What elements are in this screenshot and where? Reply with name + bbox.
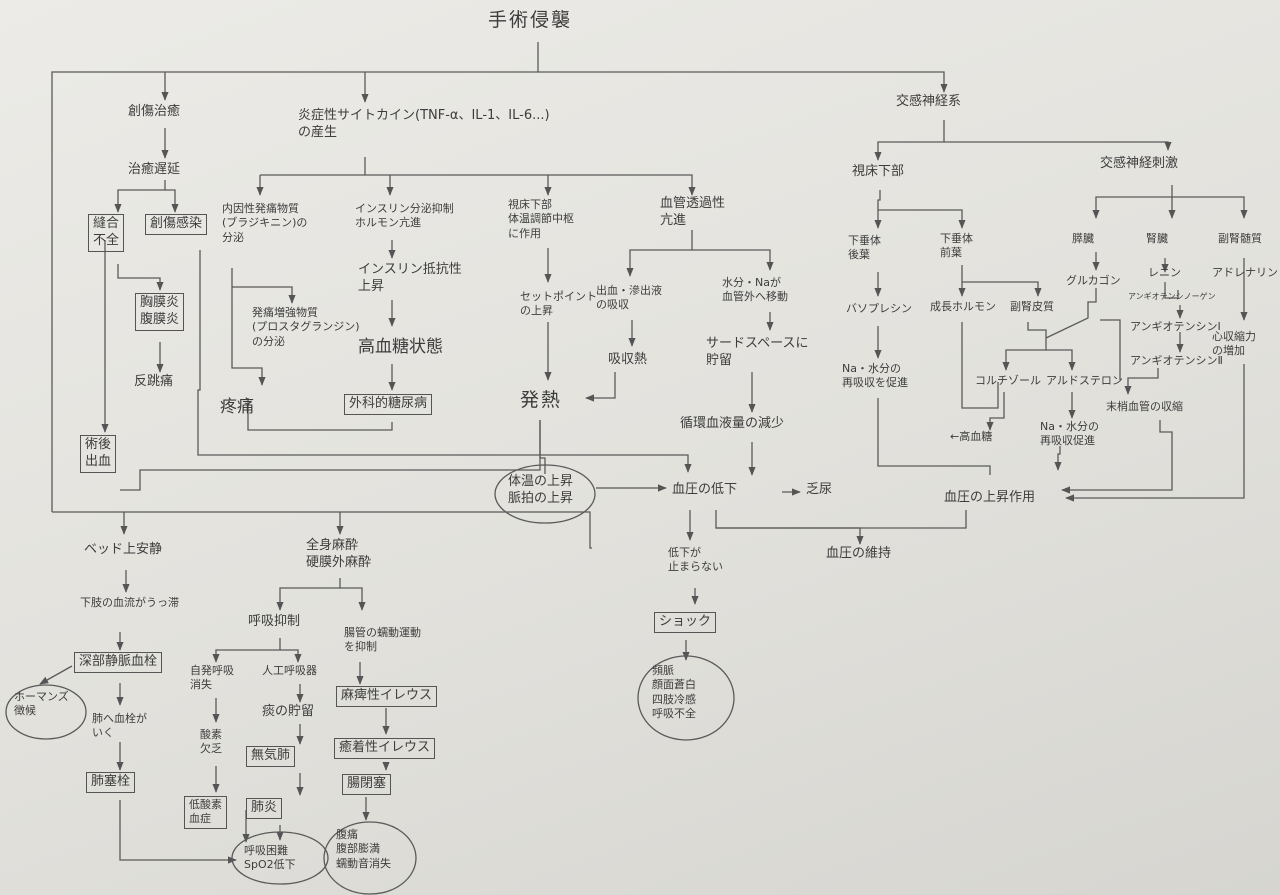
node-dvt: 深部静脈血栓	[74, 652, 163, 673]
node-hypothalamus: 視床下部	[852, 164, 905, 179]
node-hyperglycemia-2: ←高血糖	[950, 430, 993, 443]
node-wound-healing: 創傷治癒	[128, 104, 181, 119]
node-adhesive-ileus: 癒着性イレウス	[334, 738, 436, 759]
node-pleuritis-peritonitis: 胸膜炎 腹膜炎	[135, 293, 185, 331]
node-surgical-diabetes: 外科的糖尿病	[344, 394, 433, 415]
node-pneumonia: 肺炎	[246, 798, 283, 819]
node-paralytic-ileus: 麻痺性イレウス	[336, 686, 438, 707]
node-angiotensin-1: アンギオテンシンⅠ	[1130, 320, 1221, 333]
node-postop-bleeding: 術後 出血	[80, 435, 117, 473]
node-clot-to-lung: 肺へ血栓が いく	[92, 712, 147, 740]
node-healing-delay: 治癒遅延	[128, 162, 181, 177]
node-aldosterone: アルドステロン	[1046, 374, 1123, 387]
node-anterior-pituitary: 下垂体 前葉	[940, 232, 973, 260]
node-cytokine: 炎症性サイトカイン(TNF-α、IL-1、IL-6...) の産生	[298, 108, 550, 140]
node-endogenous-pain-substance: 内因性発痛物質 (ブラジキニン)の 分泌	[222, 202, 308, 244]
node-sympathetic-system: 交感神経系	[896, 94, 962, 109]
node-insulin-suppression: インスリン分泌抑制 ホルモン亢進	[355, 202, 454, 230]
node-suture-failure: 縫合 不全	[88, 214, 125, 252]
node-absorption-fever: 吸収熱	[608, 352, 648, 367]
node-glucagon: グルカゴン	[1066, 274, 1121, 287]
node-oliguria: 乏尿	[806, 482, 833, 497]
node-leg-blood-stasis: 下肢の血流がうっ滞	[80, 596, 179, 609]
node-hypothalamus-thermo: 視床下部 体温調節中枢 に作用	[508, 198, 574, 240]
node-vasopressin: バソプレシン	[846, 302, 912, 315]
node-posterior-pituitary: 下垂体 後葉	[848, 234, 881, 262]
node-fever: 発熱	[520, 389, 563, 411]
node-atelectasis: 無気肺	[246, 746, 296, 767]
node-setpoint-rise: セットポイント の上昇	[520, 290, 597, 318]
node-sympathetic-stimulation: 交感神経刺激	[1100, 156, 1179, 171]
node-peristalsis-suppression: 腸管の蠕動運動 を抑制	[344, 626, 421, 654]
node-growth-hormone: 成長ホルモン	[930, 300, 996, 313]
node-na-reabsorption-2: Na・水分の 再吸収促進	[1040, 420, 1099, 448]
node-wound-infection: 創傷感染	[145, 214, 208, 235]
node-angiotensin-2: アンギオテンシンⅡ	[1130, 354, 1223, 367]
node-water-na-shift: 水分・Naが 血管外へ移動	[722, 276, 788, 304]
node-hypoxemia: 低酸素 血症	[184, 796, 227, 829]
diagram-title: 手術侵襲	[488, 9, 573, 31]
node-bp-rise-effect: 血圧の上昇作用	[944, 490, 1036, 505]
node-peripheral-vasoconstriction: 末梢血管の収縮	[1106, 400, 1183, 413]
node-shock-signs: 頻脈 顔面蒼白 四肢冷感 呼吸不全	[652, 664, 696, 720]
node-bed-rest: ベッド上安静	[84, 542, 163, 557]
node-bowel-obstruction: 腸閉塞	[342, 774, 392, 795]
node-insulin-resistance: インスリン抵抗性 上昇	[358, 262, 462, 294]
node-bp-drop: 血圧の低下	[672, 482, 738, 497]
node-sputum-retention: 痰の貯留	[262, 704, 315, 719]
node-pain-enhancer: 発痛増強物質 (プロスタグランジン) の分泌	[252, 306, 360, 348]
node-shock: ショック	[654, 612, 717, 633]
node-dyspnea: 呼吸困難 SpO2低下	[244, 844, 296, 872]
node-anesthesia: 全身麻酔 硬膜外麻酔	[306, 538, 372, 570]
node-renin: レニン	[1148, 266, 1181, 279]
node-circulating-volume-drop: 循環血液量の減少	[680, 416, 785, 431]
node-temp-pulse-rise: 体温の上昇 脈拍の上昇	[508, 474, 574, 506]
node-oxygen-deficiency: 酸素 欠乏	[200, 728, 222, 756]
node-adrenaline: アドレナリン	[1212, 266, 1278, 279]
node-drop-continues: 低下が 止まらない	[668, 546, 723, 574]
node-kidney: 腎臓	[1146, 232, 1168, 245]
node-third-space: サードスペースに 貯留	[706, 336, 809, 368]
node-rebound-pain: 反跳痛	[134, 374, 174, 389]
node-cortisol: コルチゾール	[975, 374, 1041, 387]
node-spontaneous-breath-loss: 自発呼吸 消失	[190, 664, 234, 692]
node-angiotensinogen: アンギオテンシノーゲン	[1128, 292, 1216, 301]
node-hyperglycemia: 高血糖状態	[358, 337, 443, 357]
node-na-reabsorption-1: Na・水分の 再吸収を促進	[842, 362, 908, 390]
node-pancreas: 膵臓	[1072, 232, 1094, 245]
node-ventilator: 人工呼吸器	[262, 664, 317, 677]
node-pain: 疼痛	[220, 397, 254, 417]
node-vascular-permeability: 血管透過性 亢進	[660, 196, 726, 228]
node-respiratory-suppression: 呼吸抑制	[248, 614, 301, 629]
node-pulmonary-embolism: 肺塞栓	[86, 772, 136, 793]
node-adrenal-medulla: 副腎髄質	[1218, 232, 1262, 245]
node-bleeding-absorption: 出血・滲出液 の吸収	[596, 284, 662, 312]
node-cardiac-contractility: 心収縮力 の増加	[1212, 330, 1256, 358]
node-bp-maintenance: 血圧の維持	[826, 546, 892, 561]
node-abdominal-symptoms: 腹痛 腹部膨満 蠕動音消失	[336, 828, 391, 870]
node-homans-sign: ホーマンズ 徴候	[14, 690, 69, 718]
node-adrenal-cortex: 副腎皮質	[1010, 300, 1054, 313]
